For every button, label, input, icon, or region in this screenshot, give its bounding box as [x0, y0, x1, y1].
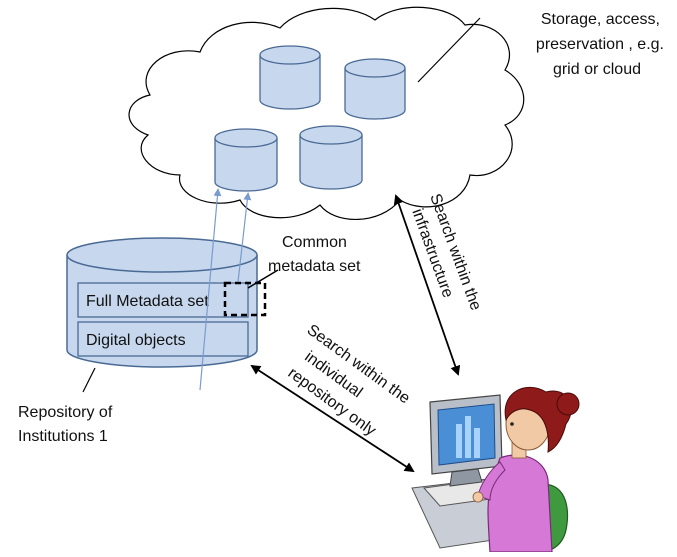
repository-caption-pointer: [82, 367, 96, 393]
digital-objects-label: Digital objects: [86, 332, 186, 349]
cloud-label-line1: Storage, access,: [541, 11, 660, 28]
repository-caption-line2: Institutions 1: [18, 428, 108, 445]
search-individual-arrow: [250, 364, 415, 473]
user-at-computer-illustration: [411, 386, 580, 553]
storage-cylinder-4: [299, 125, 363, 190]
upload-arrow-1: [199, 188, 222, 391]
cloud-label-line3: grid or cloud: [553, 61, 641, 78]
common-metadata-line1: Common: [282, 234, 347, 251]
cloud-label-line2: preservation , e.g.: [536, 36, 664, 53]
full-metadata-box: [77, 282, 249, 318]
repository-caption-line1: Repository of: [18, 404, 113, 421]
common-metadata-pointer: [247, 269, 279, 289]
common-metadata-dashed-box: [223, 281, 267, 317]
common-metadata-line2: metadata set: [268, 258, 361, 275]
search-infrastructure-arrow: [393, 194, 461, 376]
digital-objects-box: [77, 321, 249, 357]
storage-cylinder-3: [214, 128, 278, 192]
full-metadata-label: Full Metadata set: [86, 293, 209, 310]
hair-icon: [504, 386, 572, 453]
storage-cylinder-2: [344, 58, 406, 120]
upload-arrow-2: [237, 192, 252, 283]
storage-cylinder-1: [259, 45, 321, 110]
cloud-label-pointer: [417, 17, 481, 83]
